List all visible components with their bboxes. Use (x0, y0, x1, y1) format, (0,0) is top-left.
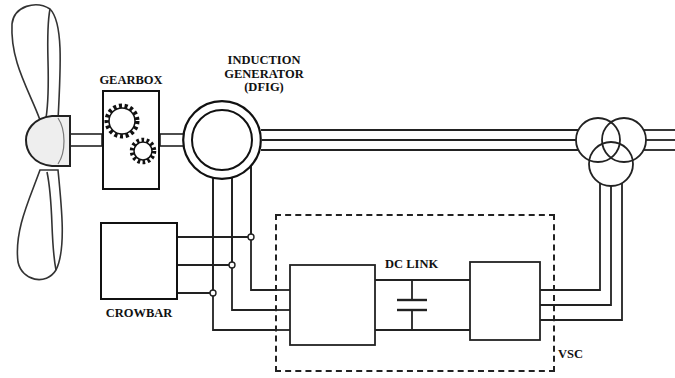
component-label: GEARBOX (99, 74, 162, 88)
connector (160, 134, 186, 146)
rotor-wire (232, 177, 275, 310)
gear-teeth (132, 140, 154, 162)
stator-ring (183, 101, 261, 179)
rotor-wire (275, 309, 290, 311)
blade-line (47, 172, 56, 270)
rotor-wire (275, 289, 290, 291)
rotor-wire (251, 166, 275, 290)
grid-side-wire (540, 186, 611, 305)
blade-line (46, 9, 50, 118)
junction-dot (248, 234, 254, 240)
gears (107, 106, 154, 162)
stator-wire (261, 129, 579, 131)
transformer (576, 118, 646, 186)
gear-body (109, 108, 135, 134)
gear-teeth (107, 106, 137, 136)
crowbar-box: CROWBAR (100, 222, 178, 300)
capacitor-lead (411, 280, 413, 300)
connector (178, 166, 254, 296)
stator-lines (261, 130, 675, 150)
stator-wire (261, 149, 579, 151)
dc-bus (375, 279, 470, 281)
rotor-wire (213, 178, 275, 330)
converter (275, 183, 622, 345)
generator-circle: INDUCTION GENERATOR (DFIG) (182, 100, 262, 180)
gear-body (134, 142, 152, 160)
grid-side-wire (540, 183, 600, 290)
grid-side-converter (470, 262, 540, 340)
rotor-wire (275, 329, 290, 331)
grid-side-wire (540, 183, 622, 320)
blade-bottom (17, 170, 62, 280)
grid-wire (646, 139, 675, 141)
component-label: INDUCTION GENERATOR (DFIG) (218, 54, 310, 95)
dc-link-label: DC LINK (385, 258, 438, 272)
crowbar-wire (178, 178, 213, 293)
hub-shade (58, 118, 64, 164)
capacitor-plate (397, 299, 427, 301)
capacitor-lead (411, 310, 413, 330)
rotor-ring (192, 110, 252, 170)
transformer-winding (576, 118, 620, 162)
vsc-dashed-box: VSC (275, 214, 555, 372)
dc-bus (375, 329, 470, 331)
connector (213, 166, 275, 330)
gearbox-box: GEARBOX (102, 90, 160, 190)
stator-wire (262, 139, 576, 141)
transformer-winding (589, 142, 633, 186)
blade-top (12, 5, 60, 120)
transformer-winding (602, 118, 646, 162)
main-shaft (66, 134, 102, 146)
generator-outline (182, 100, 262, 180)
component-label: CROWBAR (106, 307, 173, 321)
grid-wire (644, 129, 675, 131)
hub (26, 116, 70, 166)
rotor-side-converter (290, 265, 375, 345)
junction-dot (210, 290, 216, 296)
junction-dot (229, 262, 235, 268)
shaft (160, 134, 186, 146)
component-label: VSC (558, 348, 583, 362)
grid-wire (644, 149, 675, 151)
crowbar-wire (178, 177, 232, 265)
hub-nose (26, 116, 70, 166)
